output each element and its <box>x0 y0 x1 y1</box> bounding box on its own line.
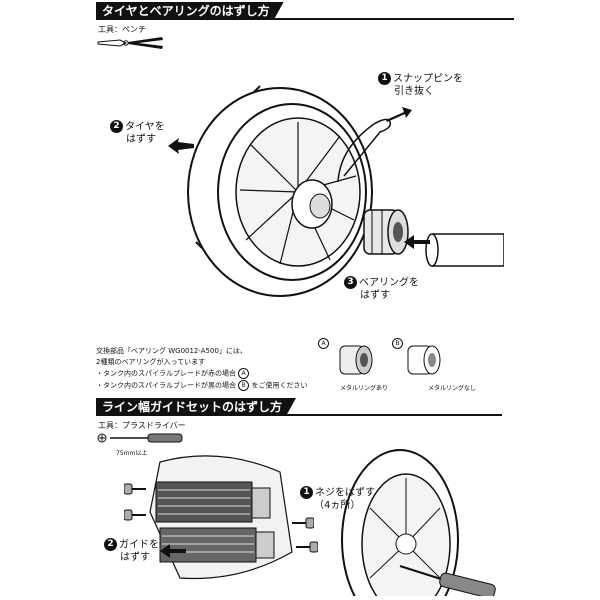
line-guide-assembly-illustration <box>149 455 293 580</box>
note-mark-b: B <box>238 379 250 391</box>
step2-number: 2 <box>110 120 123 133</box>
pliers-icon <box>97 37 163 49</box>
step3-line1: ベアリングを <box>359 277 419 289</box>
bearing-icon <box>363 209 409 255</box>
phillips-screwdriver-icon <box>97 433 183 443</box>
note-line1: 交換部品「ベアリング WG0012-A500」には、 <box>96 347 247 355</box>
bearing-b-caption: メタルリングなし <box>428 385 477 392</box>
screw-icon <box>296 541 318 553</box>
arrow-pull-pin-icon <box>386 107 412 122</box>
tire-illustration <box>187 85 373 297</box>
step2-line1: タイヤを <box>125 121 165 133</box>
section1-tool-label: 工具：ペンチ <box>98 25 146 34</box>
note-mark-a: A <box>238 368 250 379</box>
screw-icon <box>124 483 146 495</box>
bearing-b-mark: B <box>392 338 403 349</box>
screw-icon <box>292 517 314 529</box>
snap-pin-icon <box>337 118 392 183</box>
arrow-remove-tire-icon <box>168 138 194 154</box>
section2-title: ライン幅ガイドセットのはずし方 <box>96 398 296 416</box>
note-line4: ・タンク内のスパイラルブレードが黒の場合 <box>96 381 236 389</box>
note-line4-end: をご使用ください <box>251 381 308 389</box>
step1-line2: 引き抜く <box>394 85 434 97</box>
bearing-a-caption: メタルリングあり <box>340 385 389 392</box>
note-line3: ・タンク内のスパイラルブレードが赤の場合 <box>96 369 236 378</box>
wheel-screwdriver-illustration <box>341 449 496 596</box>
section2-step1-line2: （4ヵ所） <box>314 499 361 511</box>
axle-shaft-icon <box>425 233 504 267</box>
section2-rule <box>96 414 503 416</box>
section2-step1-line1: ネジをはずす <box>315 487 375 499</box>
section2-header: ライン幅ガイドセットのはずし方 <box>96 398 503 416</box>
bearing-note: 交換部品「ベアリング WG0012-A500」には、 2種類のベアリングが入って… <box>96 346 307 391</box>
step3-number: 3 <box>344 276 357 289</box>
arrow-remove-bearing-icon <box>404 235 430 249</box>
section2-step1-number: 1 <box>300 486 313 499</box>
section2-step2-line1: ガイドを <box>119 539 159 551</box>
step1-number: 1 <box>378 72 391 85</box>
section2-step2-line2: はずす <box>120 551 150 563</box>
bearing-b-icon <box>407 345 441 375</box>
section2-step2-number: 2 <box>104 538 117 551</box>
section1-rule <box>96 18 514 20</box>
section1-title: タイヤとベアリングのはずし方 <box>96 2 284 20</box>
step1-line1: スナップピンを <box>393 73 463 85</box>
screw-icon <box>124 509 146 521</box>
step2-line2: はずす <box>126 133 156 145</box>
section2-tool-label: 工具：プラスドライバー <box>98 421 186 430</box>
note-line2: 2種類のベアリングが入っています <box>96 358 206 366</box>
bearing-a-mark: A <box>318 338 329 349</box>
arrow-remove-guide-icon <box>160 544 186 558</box>
section1-header: タイヤとベアリングのはずし方 <box>96 2 514 20</box>
bearing-a-icon <box>339 345 373 375</box>
screwdriver-length-caption: 75mm以上 <box>116 450 148 457</box>
step3-line2: はずす <box>360 289 390 301</box>
